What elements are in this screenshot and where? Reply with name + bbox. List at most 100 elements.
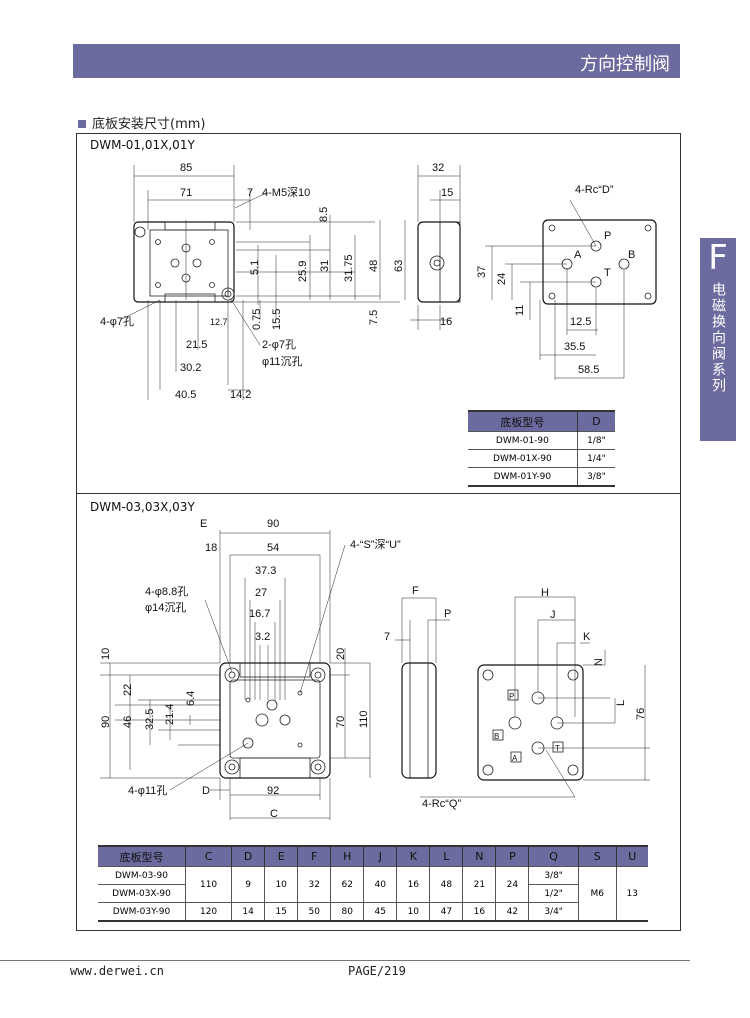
cell: 10 [396,902,430,921]
th-8: L [429,846,463,867]
dim-j: J [550,609,556,621]
dim-18: 18 [205,542,217,554]
dim-16-7: 16.7 [249,608,270,620]
dim-0-75: 0.75 [251,309,263,330]
dim-90-vertical: 90 [100,716,112,728]
dim-6-4: 6.4 [185,691,197,706]
cell: DWM-01X-90 [468,449,578,468]
cell: 1/4" [576,449,615,468]
divider [76,493,681,494]
dim-hole88: 4-φ8.8孔 [145,585,188,598]
dim-85: 85 [180,162,192,174]
dim-p: P [444,608,451,620]
cell: 110 [184,866,232,903]
dim-70: 70 [335,716,347,728]
dim-27: 27 [255,587,267,599]
th-7: K [396,846,430,867]
dim-12-7: 12.7 [210,317,228,327]
dim-58-5: 58.5 [578,364,599,376]
th-3: E [264,846,298,867]
cell: 16 [396,866,430,903]
dim-63: 63 [393,260,405,272]
dim-hole11: 4-φ11孔 [128,784,167,797]
th-13: U [615,846,648,867]
th-11: Q [528,846,579,867]
dim-110: 110 [358,710,370,728]
port-t: T [604,267,611,279]
dim-71: 71 [180,187,192,199]
dim-76: 76 [635,708,647,720]
port-a2: A [512,754,518,763]
cell: DWM-01Y-90 [468,467,578,486]
dim-90: 90 [267,518,279,530]
plate1-side-view [410,165,461,330]
dim-7: 7 [247,187,253,199]
dim-21-4: 21.4 [164,704,176,725]
section-title-text: 底板安装尺寸(mm) [92,117,206,132]
dim-l: L [615,700,627,706]
tab-letter: F [708,238,728,278]
port-p: P [604,230,611,242]
dim-15: 15 [441,187,453,199]
dim-c: C [270,808,278,820]
dim-f: F [412,585,419,597]
cell: 120 [184,902,232,921]
th-1: C [184,846,232,867]
cell: 1/8" [576,431,615,450]
cell: M6 [577,866,617,921]
page-number: PAGE/219 [348,964,406,978]
cell: 48 [429,866,463,903]
cell: 50 [297,902,331,921]
cell: 3/4" [528,902,579,921]
cell: 40 [363,866,397,903]
dim-rc-d: 4-Rc“D” [575,184,614,196]
port-p2: P [509,692,514,701]
square-bullet-icon [78,120,86,128]
cell: 80 [330,902,364,921]
th-model: 底板型号 [468,411,578,432]
model2-title: DWM-03,03X,03Y [90,500,195,514]
th-10: P [495,846,529,867]
dim-10: 10 [100,648,112,660]
plate1-dimensions: 85 71 7 4-M5深10 8.5 5.1 25.9 31 31.75 48… [100,162,635,401]
dim-8-5: 8.5 [318,207,330,222]
footer-rule [0,960,690,961]
dim-e: E [200,518,207,530]
dim-rc-q: 4-Rc“Q” [422,798,461,810]
dim-32: 32 [432,162,444,174]
dim-12-5: 12.5 [570,316,591,328]
drawing-frame [76,133,681,931]
cell: 24 [495,866,529,903]
section-title: 底板安装尺寸(mm) [78,113,205,132]
cell: 14 [231,902,265,921]
plate2-bottom-view [420,596,650,798]
dim-d: D [202,785,210,797]
dim-25-9: 25.9 [297,261,309,282]
th-6: J [363,846,397,867]
cell: 13 [615,866,648,921]
dim-cb11: φ11沉孔 [262,355,303,368]
cell: DWM-01-90 [468,431,578,450]
th-9: N [462,846,496,867]
model1-title: DWM-01,01X,01Y [90,138,195,152]
dim-15-5: 15.5 [271,309,283,330]
dim-11: 11 [514,305,526,316]
footer-url[interactable]: www.derwei.cn [70,964,164,978]
plate2-dimensions: E 90 18 54 4-“S”深“U” 37.3 27 4-φ8.8孔 φ14… [100,518,647,820]
th-d: D [576,411,615,432]
dim-40-5: 40.5 [175,389,196,401]
cell: 62 [330,866,364,903]
cell: 47 [429,902,463,921]
dim-32-5: 32.5 [144,709,156,730]
dim-31-75: 31.75 [343,254,355,282]
dim-hole4: 4-φ7孔 [100,315,134,328]
cell: 3/8" [528,866,579,885]
